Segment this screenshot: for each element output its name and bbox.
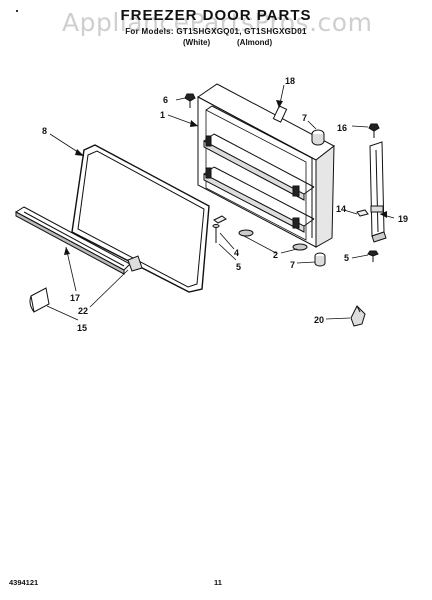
part-label-2: 2	[273, 250, 278, 260]
part-label-7-bottom: 7	[290, 260, 295, 270]
color-almond: (Almond)	[237, 38, 273, 47]
door-top-label	[272, 105, 288, 123]
part-label-5-right: 5	[344, 253, 349, 263]
part-label-6: 6	[163, 95, 168, 105]
part-label-22: 22	[78, 306, 88, 316]
watermark: AppliancePartsPros.com	[62, 8, 373, 37]
part-label-17: 17	[70, 293, 80, 303]
screw-top	[184, 93, 196, 108]
part-label-15: 15	[77, 323, 87, 333]
color-white: (White)	[183, 38, 211, 47]
door-gasket	[71, 144, 210, 293]
page-number: 11	[214, 578, 222, 587]
part-label-1: 1	[160, 110, 165, 120]
nameplate	[29, 287, 50, 313]
page-title: FREEZER DOOR PARTS	[120, 7, 312, 24]
clip	[350, 305, 366, 327]
corner-dot	[16, 10, 18, 12]
part-label-4: 4	[234, 248, 239, 258]
part-label-5-left: 5	[236, 262, 241, 272]
part-label-7-top: 7	[302, 113, 307, 123]
trim-strip	[15, 206, 131, 275]
part-label-19: 19	[398, 214, 408, 224]
model-numbers: For Models: GT1SHGXGQ01, GT1SHGXGD01	[125, 27, 307, 36]
part-label-16: 16	[337, 123, 347, 133]
door-hinge	[369, 141, 387, 243]
part-label-8: 8	[42, 126, 47, 136]
document-number: 4394121	[9, 578, 39, 587]
door-panel	[197, 83, 335, 248]
part-label-18: 18	[285, 76, 295, 86]
part-label-20: 20	[314, 315, 324, 325]
part-label-14: 14	[336, 204, 346, 214]
